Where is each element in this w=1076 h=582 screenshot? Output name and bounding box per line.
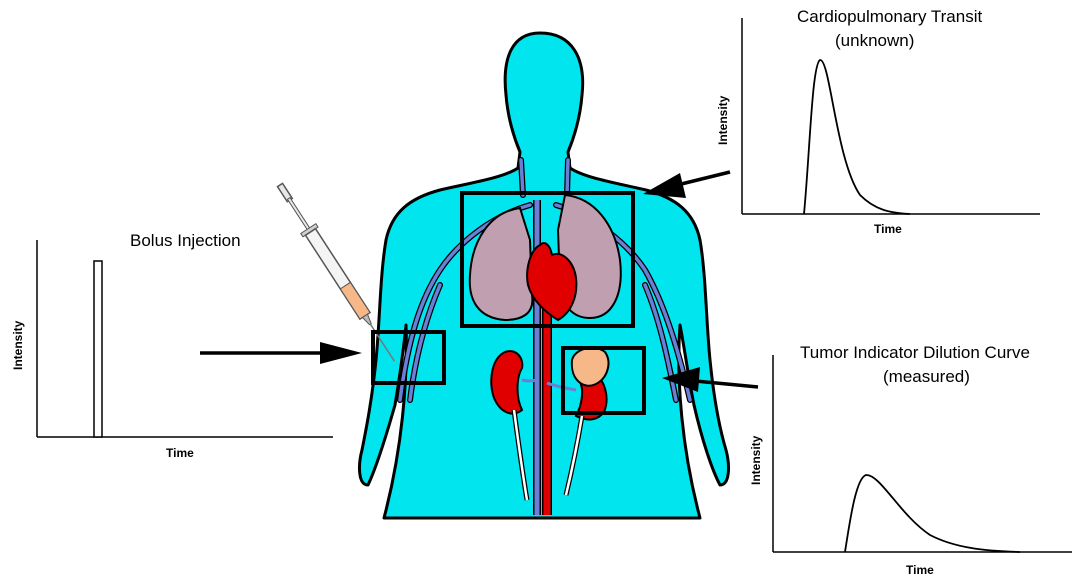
tumor-curve xyxy=(845,475,1020,552)
cardiopulmonary-plot: Cardiopulmonary Transit (unknown) Intens… xyxy=(716,7,1040,236)
bolus-plot: Bolus Injection Intensity Time xyxy=(11,231,333,460)
cardio-ylabel: Intensity xyxy=(716,95,730,145)
human-torso xyxy=(360,33,729,518)
cardio-curve xyxy=(804,60,910,214)
bolus-title: Bolus Injection xyxy=(130,231,241,250)
tumor-title-line2: (measured) xyxy=(883,367,970,386)
bolus-spike xyxy=(94,261,102,437)
cardio-title-line1: Cardiopulmonary Transit xyxy=(797,7,982,26)
tumor-plot: Tumor Indicator Dilution Curve (measured… xyxy=(749,343,1072,577)
tumor-ylabel: Intensity xyxy=(749,435,763,485)
tumor xyxy=(572,348,609,386)
bolus-ylabel: Intensity xyxy=(11,320,25,370)
bolus-xlabel: Time xyxy=(166,446,194,460)
cardio-xlabel: Time xyxy=(874,222,902,236)
cardio-title-line2: (unknown) xyxy=(835,31,914,50)
tumor-title-line1: Tumor Indicator Dilution Curve xyxy=(800,343,1030,362)
tumor-xlabel: Time xyxy=(906,563,934,577)
